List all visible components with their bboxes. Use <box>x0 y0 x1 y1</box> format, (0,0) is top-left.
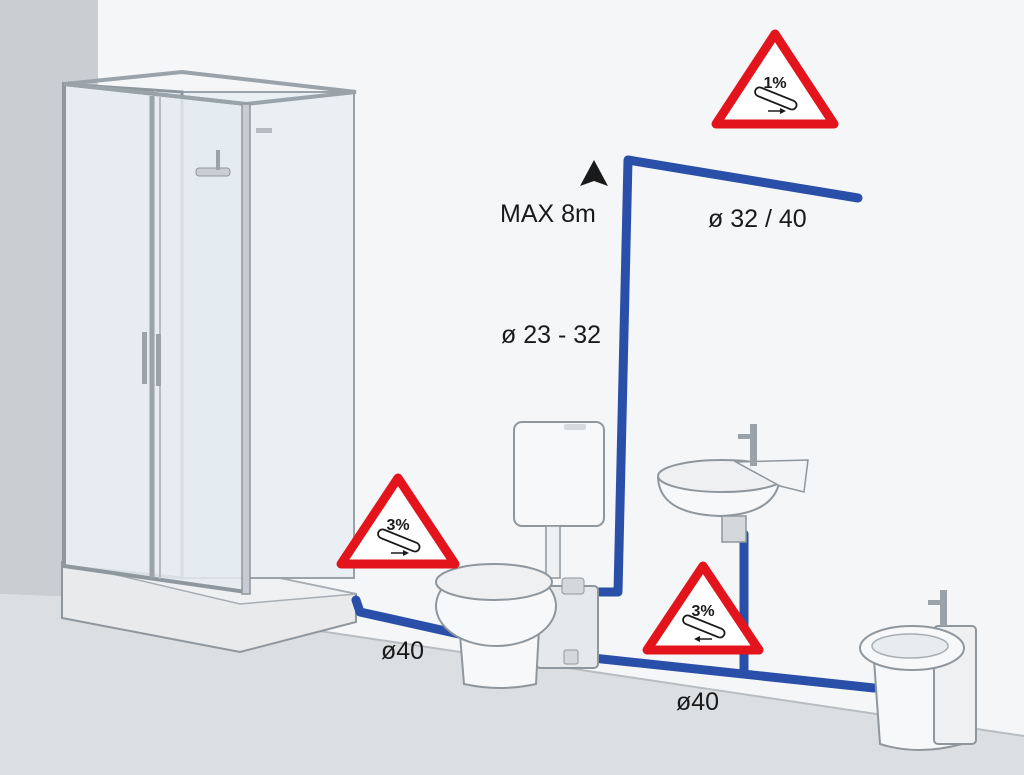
bidet-faucet <box>940 590 947 626</box>
floor-pipe-diameter-label: ø40 <box>676 688 720 716</box>
riser-pipe <box>577 155 863 597</box>
bidet-faucet-spout <box>928 600 942 605</box>
bidet <box>859 590 977 751</box>
slope-label-shower: 3% <box>386 517 409 534</box>
shower-hook <box>256 128 272 133</box>
shower-head <box>195 167 231 177</box>
warning-triangle-pipe-icon <box>711 29 839 129</box>
warning-triangle-pipe-icon <box>642 561 764 655</box>
toilet-seat <box>435 563 553 601</box>
pipe-glyph <box>682 614 726 639</box>
shower-cabin <box>61 69 357 654</box>
macerator-outlet <box>561 577 585 595</box>
slope-direction-arrowhead <box>403 550 409 556</box>
shower-door-handle <box>142 332 147 384</box>
basin-faucet <box>750 424 757 466</box>
shower-drain-pipe <box>351 595 473 641</box>
slope-label-basin: 3% <box>691 603 714 620</box>
shower-pipe-diameter-label: ø40 <box>381 637 425 665</box>
floor-drain-pipe <box>569 651 879 693</box>
max-height-label: MAX 8m <box>500 200 596 228</box>
warning-triangle-pipe-icon <box>336 473 460 569</box>
shower-door-handle-2 <box>156 334 161 386</box>
riser-diameter-label: ø 23 - 32 <box>501 321 602 349</box>
up-arrow-icon <box>580 160 608 186</box>
warning-sign-basin: 3% <box>642 561 764 655</box>
wash-basin <box>656 424 809 543</box>
shower-roof-frame <box>63 69 357 107</box>
pipe-glyph <box>754 86 798 111</box>
toilet-with-macerator <box>435 421 605 689</box>
pipe-glyph <box>377 528 421 553</box>
flush-pipe <box>545 525 561 579</box>
basin-faucet-spout <box>738 434 754 439</box>
macerator-inlet <box>563 649 579 665</box>
slope-direction-arrowhead <box>694 636 700 642</box>
cistern-button <box>564 424 586 430</box>
slope-label-top: 1% <box>763 75 786 92</box>
shower-corner-post <box>241 103 251 595</box>
basin-back <box>733 459 809 493</box>
slope-direction-arrowhead <box>780 108 786 114</box>
warning-sign-shower: 3% <box>336 473 460 569</box>
bidet-basin <box>871 633 949 659</box>
basin-trap <box>721 515 747 543</box>
drain-pipes <box>351 155 879 693</box>
cistern <box>513 421 605 527</box>
top-pipe-diameter-label: ø 32 / 40 <box>708 205 807 233</box>
warning-sign-top: 1% <box>711 29 839 129</box>
